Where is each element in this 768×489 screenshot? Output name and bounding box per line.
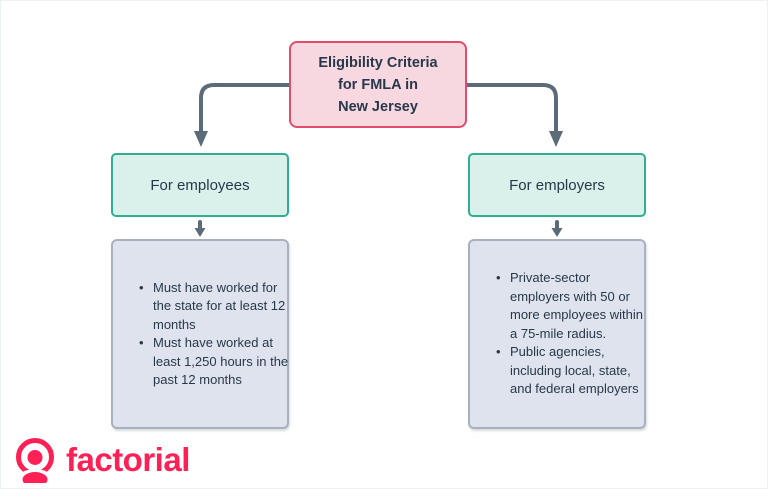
employers-bullet-list: Private-sector employers with 50 or more… (494, 269, 646, 399)
arrowhead-left-branch (194, 131, 208, 147)
category-label-employees: For employees (150, 176, 250, 194)
title-line-1: Eligibility Criteria (318, 54, 438, 71)
detail-box-employers: Private-sector employers with 50 or more… (468, 239, 646, 429)
factorial-person-icon (16, 438, 54, 483)
employers-bullet-2: Public agencies, including local, state,… (494, 343, 646, 399)
category-box-employers: For employers (468, 153, 646, 217)
category-box-employees: For employees (111, 153, 289, 217)
employees-bullet-list: Must have worked for the state for at le… (137, 279, 289, 390)
employees-bullet-1: Must have worked for the state for at le… (137, 279, 289, 335)
arrowhead-right-short (551, 228, 563, 237)
factorial-logo: factorial (13, 437, 190, 483)
employers-bullet-1: Private-sector employers with 50 or more… (494, 269, 646, 343)
detail-box-employees: Must have worked for the state for at le… (111, 239, 289, 429)
category-label-employers: For employers (509, 176, 605, 194)
connector-right-branch (466, 83, 558, 134)
title-line-2: for FMLA in (338, 76, 418, 93)
factorial-logo-text: factorial (66, 441, 190, 478)
employees-bullet-2: Must have worked at least 1,250 hours in… (137, 334, 289, 390)
connector-left-branch (199, 83, 291, 134)
title-box: Eligibility Criteria for FMLA in New Jer… (289, 41, 467, 128)
arrowhead-left-short (194, 228, 206, 237)
arrowhead-right-branch (549, 131, 563, 147)
title-line-3: New Jersey (338, 98, 418, 115)
